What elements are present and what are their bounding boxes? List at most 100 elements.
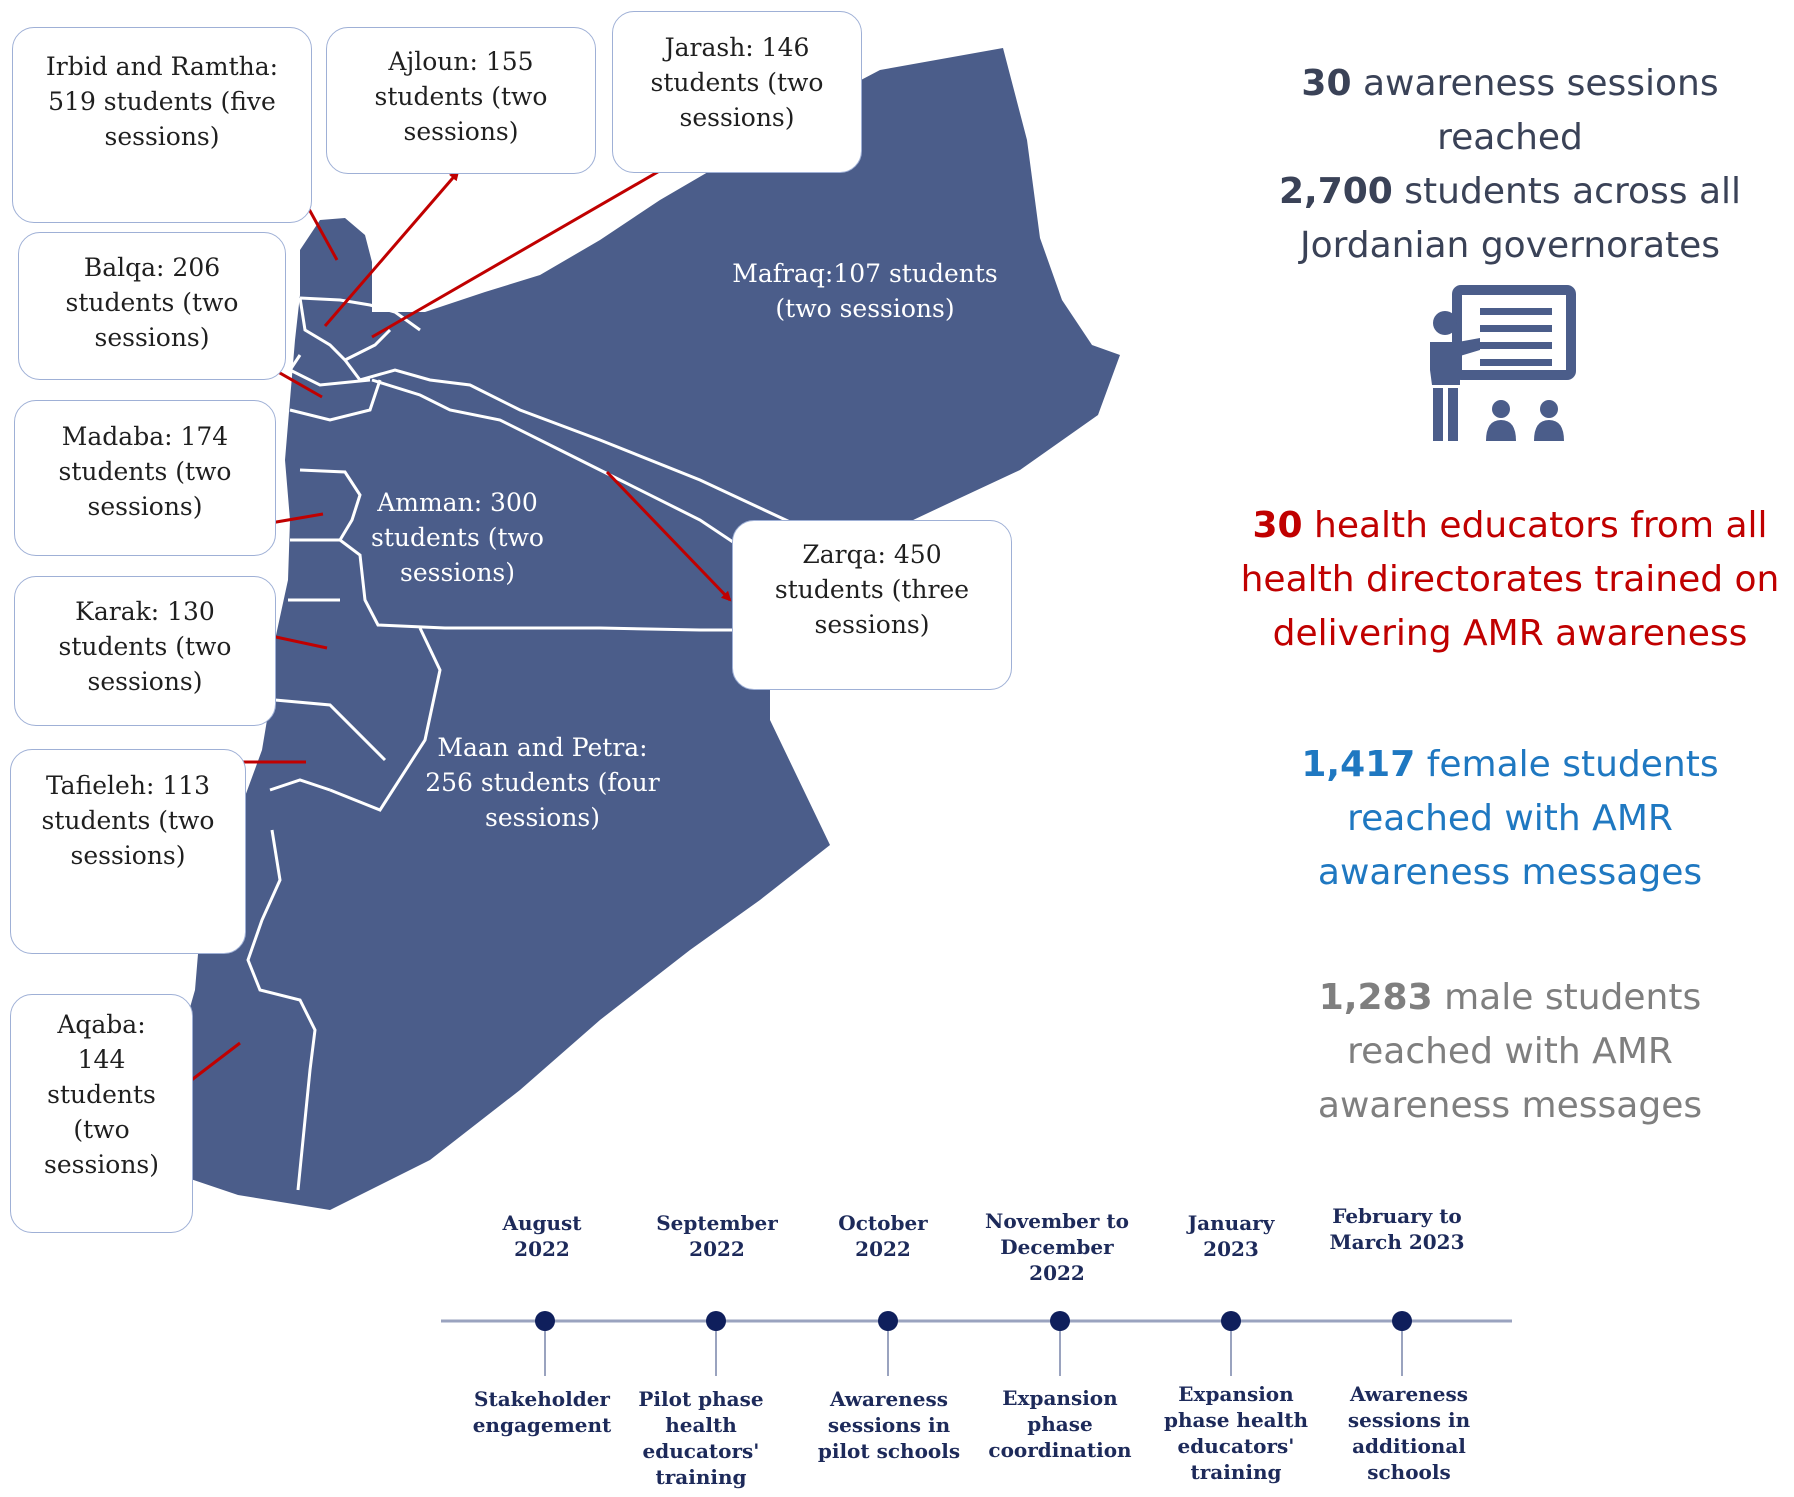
callout-irbid: Irbid and Ramtha: 519 students (five ses… (12, 27, 312, 223)
stat-male-line3: awareness messages (1317, 1085, 1703, 1126)
timeline-desc: Expansion phase coordination (975, 1385, 1145, 1463)
stat-sessions-num: 30 (1301, 63, 1352, 104)
timeline-date-line: 2023 (1203, 1237, 1259, 1261)
stat-female: 1,417 female students reached with AMR a… (1230, 738, 1790, 900)
map-label-maan-line: Maan and Petra: (437, 733, 648, 762)
timeline-date-line: December (1000, 1235, 1114, 1259)
callout-ajloun-line: sessions) (403, 117, 519, 146)
timeline-date-line: February to (1332, 1204, 1462, 1228)
timeline-desc-line: Awareness (1350, 1382, 1468, 1406)
timeline-desc-line: coordination (988, 1438, 1132, 1462)
timeline-date-line: March 2023 (1329, 1230, 1465, 1254)
timeline-date: January 2023 (1146, 1210, 1316, 1262)
callout-aqaba-line: sessions) (43, 1150, 159, 1179)
callout-tafieleh-line: Tafieleh: 113 (45, 771, 211, 800)
callout-tafieleh-line: students (two (41, 806, 215, 835)
timeline-date-line: October (838, 1211, 928, 1235)
callout-karak-line: Karak: 130 (75, 597, 215, 626)
stat-male-line1: 1,283 male students (1230, 971, 1790, 1025)
timeline-desc-line: educators' (642, 1439, 760, 1463)
callout-zarqa-line: Zarqa: 450 (802, 540, 942, 569)
map-label-maan: Maan and Petra: 256 students (four sessi… (420, 730, 665, 835)
callout-karak-line: students (two (58, 632, 232, 661)
callout-karak: Karak: 130 students (two sessions) (14, 576, 276, 726)
callout-irbid-line: 519 students (five (48, 87, 276, 116)
timeline-desc-line: schools (1367, 1460, 1451, 1484)
timeline-desc-line: training (655, 1465, 747, 1489)
stat-male-text: male students (1432, 977, 1702, 1018)
callout-balqa-line: Balqa: 206 (83, 253, 221, 282)
callout-karak-line: sessions) (87, 667, 203, 696)
timeline-date: August 2022 (457, 1210, 627, 1262)
timeline-date-line: November to (985, 1209, 1129, 1233)
governorate-borders (246, 296, 791, 1191)
timeline-desc-line: sessions in (1347, 1408, 1471, 1432)
timeline-desc-line: phase (1027, 1412, 1093, 1436)
stat-educators: 30 health educators from all health dire… (1230, 499, 1790, 661)
callout-madaba-line: Madaba: 174 (61, 422, 229, 451)
callout-jarash-line: Jarash: 146 (664, 33, 810, 62)
stat-female-text: female students (1415, 744, 1719, 785)
arrow-jarash (371, 160, 677, 339)
callout-balqa: Balqa: 206 students (two sessions) (18, 232, 286, 380)
timeline-date-line: 2022 (689, 1237, 745, 1261)
stat-sessions: 30 awareness sessions reached 2,700 stud… (1230, 57, 1790, 273)
timeline-date-line: September (656, 1211, 778, 1235)
timeline-desc-line: Expansion (1002, 1386, 1118, 1410)
timeline-date: November to December 2022 (972, 1208, 1142, 1286)
arrow-zarqa (605, 470, 732, 602)
timeline-desc-line: phase health (1163, 1408, 1309, 1432)
stat-sessions-line2: 2,700 students across all (1230, 165, 1790, 219)
stat-sessions-line1: 30 awareness sessions reached (1230, 57, 1790, 165)
stat-female-line1: 1,417 female students (1230, 738, 1790, 792)
timeline-date-line: August (502, 1211, 582, 1235)
timeline-desc-line: Stakeholder (474, 1387, 610, 1411)
timeline-track (441, 1311, 1512, 1376)
timeline-desc-line: Awareness (830, 1387, 948, 1411)
timeline-dot (1050, 1311, 1070, 1331)
callout-irbid-line: Irbid and Ramtha: (45, 52, 279, 81)
callout-ajloun: Ajloun: 155 students (two sessions) (326, 27, 596, 174)
timeline-desc-line: additional (1352, 1434, 1466, 1458)
timeline-date-line: 2022 (514, 1237, 570, 1261)
stat-students-text: students across all (1392, 171, 1742, 212)
teacher-presentation-icon (1430, 285, 1576, 441)
timeline-dots (544, 1321, 1403, 1376)
stat-female-line3: awareness messages (1317, 852, 1703, 893)
timeline-dot (535, 1311, 555, 1331)
timeline-desc-line: sessions in (827, 1413, 951, 1437)
stat-students-num: 2,700 (1278, 171, 1393, 212)
callout-aqaba-line: 144 (77, 1045, 126, 1074)
map-label-mafraq: Mafraq:107 students (two sessions) (730, 256, 1000, 326)
callout-ajloun-line: Ajloun: 155 (388, 47, 534, 76)
map-label-amman-line: students (two (371, 523, 544, 552)
timeline-desc-line: Pilot phase (638, 1387, 764, 1411)
callout-balqa-line: students (two (65, 288, 239, 317)
stat-educators-text: health educators from all (1302, 505, 1768, 546)
callout-ajloun-line: students (two (374, 82, 548, 111)
callout-jarash-line: sessions) (679, 103, 795, 132)
map-label-maan-line: 256 students (four (425, 768, 660, 797)
callout-aqaba-line: Aqaba: (57, 1010, 146, 1039)
timeline-desc-line: Expansion (1178, 1382, 1294, 1406)
callout-zarqa-line: students (three (774, 575, 970, 604)
map-label-mafraq-line: (two sessions) (775, 294, 955, 323)
timeline-desc: Pilot phase health educators' training (616, 1386, 786, 1490)
callout-tafieleh-line: sessions) (70, 841, 186, 870)
map-label-amman-line: sessions) (399, 558, 515, 587)
timeline-desc: Awareness sessions in additional schools (1324, 1381, 1494, 1485)
callout-jarash-line: students (two (650, 68, 824, 97)
map-label-amman: Amman: 300 students (two sessions) (360, 485, 555, 590)
callout-madaba-line: sessions) (87, 492, 203, 521)
callout-jarash: Jarash: 146 students (two sessions) (612, 11, 862, 173)
callout-balqa-line: sessions) (94, 323, 210, 352)
timeline-desc-line: training (1190, 1460, 1282, 1484)
stat-female-line2: reached with AMR (1347, 798, 1673, 839)
callout-aqaba: Aqaba: 144 students (two sessions) (10, 994, 193, 1233)
map-label-amman-line: Amman: 300 (377, 488, 538, 517)
map-label-mafraq-line: Mafraq:107 students (732, 259, 998, 288)
stat-male-line2: reached with AMR (1347, 1031, 1673, 1072)
timeline-desc: Stakeholder engagement (457, 1386, 627, 1438)
timeline-desc-line: engagement (472, 1413, 612, 1437)
